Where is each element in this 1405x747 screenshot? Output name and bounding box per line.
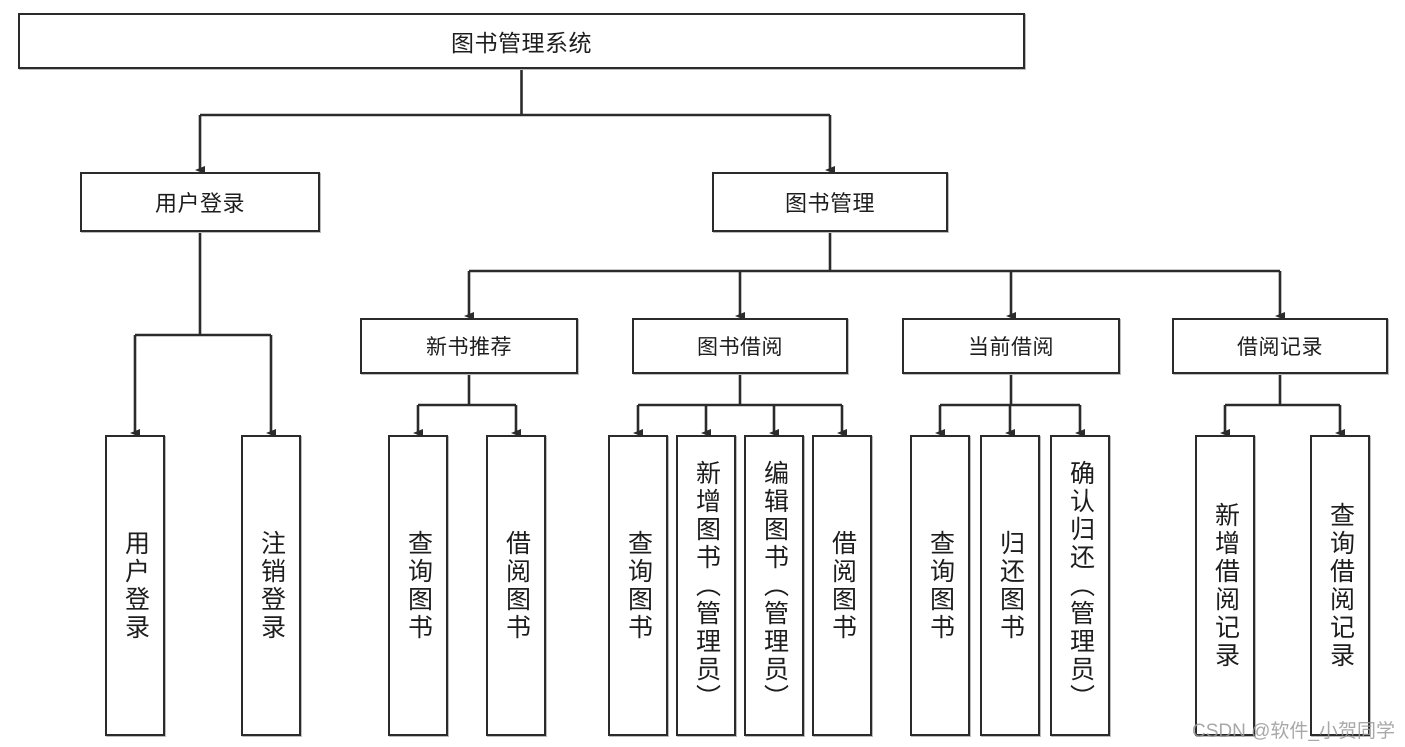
node-leaf_logout[interactable]: 注销登录 [241, 435, 301, 736]
node-label: 查询图书 [926, 529, 955, 642]
node-label: 确认归还（管理员） [1066, 459, 1095, 712]
node-label: 当前借阅 [968, 336, 1054, 359]
node-leaf_add_record[interactable]: 新增借阅记录 [1195, 435, 1255, 736]
node-root[interactable]: 图书管理系统 [18, 13, 1025, 69]
node-leaf_borrow_book_1[interactable]: 借阅图书 [486, 435, 546, 736]
node-label: 查询图书 [404, 529, 433, 642]
node-label: 注销登录 [257, 529, 286, 642]
node-label: 用户登录 [121, 529, 150, 642]
node-label: 新增图书（管理员） [692, 459, 721, 712]
node-label: 图书管理系统 [451, 30, 592, 56]
node-leaf_edit_book[interactable]: 编辑图书（管理员） [744, 435, 804, 736]
node-label: 用户登录 [154, 191, 245, 216]
node-book_borrow[interactable]: 图书借阅 [632, 318, 848, 374]
node-label: 查询图书 [624, 529, 653, 642]
node-label: 借阅图书 [502, 529, 531, 642]
node-leaf_query_book_2[interactable]: 查询图书 [608, 435, 668, 736]
node-current_borrow[interactable]: 当前借阅 [902, 318, 1120, 374]
node-label: 归还图书 [996, 529, 1025, 642]
node-book_manage[interactable]: 图书管理 [712, 172, 948, 232]
node-leaf_user_login[interactable]: 用户登录 [105, 435, 165, 736]
node-leaf_query_book_1[interactable]: 查询图书 [388, 435, 448, 736]
node-user_login[interactable]: 用户登录 [80, 172, 320, 232]
node-label: 借阅图书 [828, 529, 857, 642]
node-leaf_return_book[interactable]: 归还图书 [980, 435, 1040, 736]
node-leaf_query_book_3[interactable]: 查询图书 [910, 435, 970, 736]
node-label: 新书推荐 [426, 336, 512, 359]
node-borrow_record[interactable]: 借阅记录 [1172, 318, 1388, 374]
node-new_book_rec[interactable]: 新书推荐 [360, 318, 578, 374]
node-leaf_confirm_return[interactable]: 确认归还（管理员） [1050, 435, 1110, 736]
node-label: 图书借阅 [697, 336, 783, 359]
node-label: 借阅记录 [1237, 336, 1323, 359]
node-label: 查询借阅记录 [1326, 501, 1355, 670]
node-leaf_query_record[interactable]: 查询借阅记录 [1310, 435, 1370, 736]
node-label: 新增借阅记录 [1211, 501, 1240, 670]
node-label: 编辑图书（管理员） [760, 459, 789, 712]
node-label: 图书管理 [784, 191, 875, 216]
node-leaf_borrow_book_2[interactable]: 借阅图书 [812, 435, 872, 736]
node-leaf_add_book[interactable]: 新增图书（管理员） [676, 435, 736, 736]
